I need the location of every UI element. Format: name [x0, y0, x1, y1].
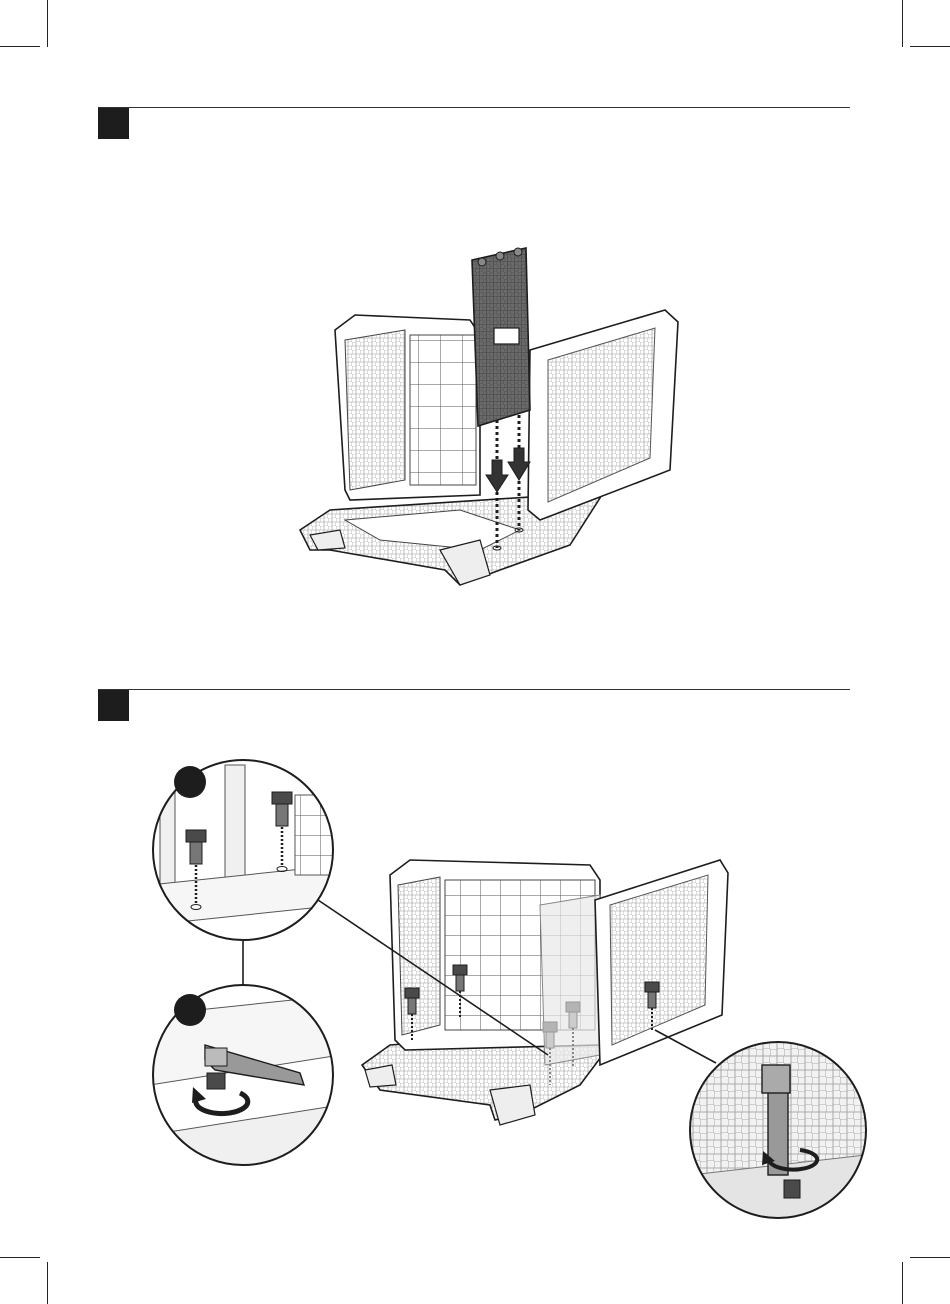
step-a-rule	[98, 107, 850, 108]
crop-mark-top-right-h	[910, 46, 950, 47]
crop-mark-bottom-left-h	[0, 1257, 40, 1258]
part-tag	[494, 328, 519, 344]
detail-callout-1	[150, 755, 340, 945]
step-b-illustration	[0, 755, 950, 1225]
crop-mark-top-left-h	[0, 46, 40, 47]
chair-side-frame	[335, 315, 480, 500]
crop-mark-top-left-v	[47, 0, 48, 47]
detail-callout-3	[690, 1042, 866, 1218]
crop-mark-bottom-right-h	[910, 1257, 950, 1258]
step-b-rule	[98, 689, 850, 690]
detail-callout-2	[150, 985, 340, 1175]
crop-mark-top-right-v	[902, 0, 903, 47]
crop-mark-bottom-right-v	[902, 1262, 903, 1304]
crop-mark-bottom-left-v	[47, 1262, 48, 1304]
step-b-number-box	[98, 690, 129, 721]
step-a-illustration	[0, 230, 950, 600]
leader-line	[655, 1030, 716, 1063]
down-arrow-icon	[486, 448, 530, 492]
chair-back-frame	[528, 310, 678, 520]
step-a-number-box	[98, 108, 129, 139]
